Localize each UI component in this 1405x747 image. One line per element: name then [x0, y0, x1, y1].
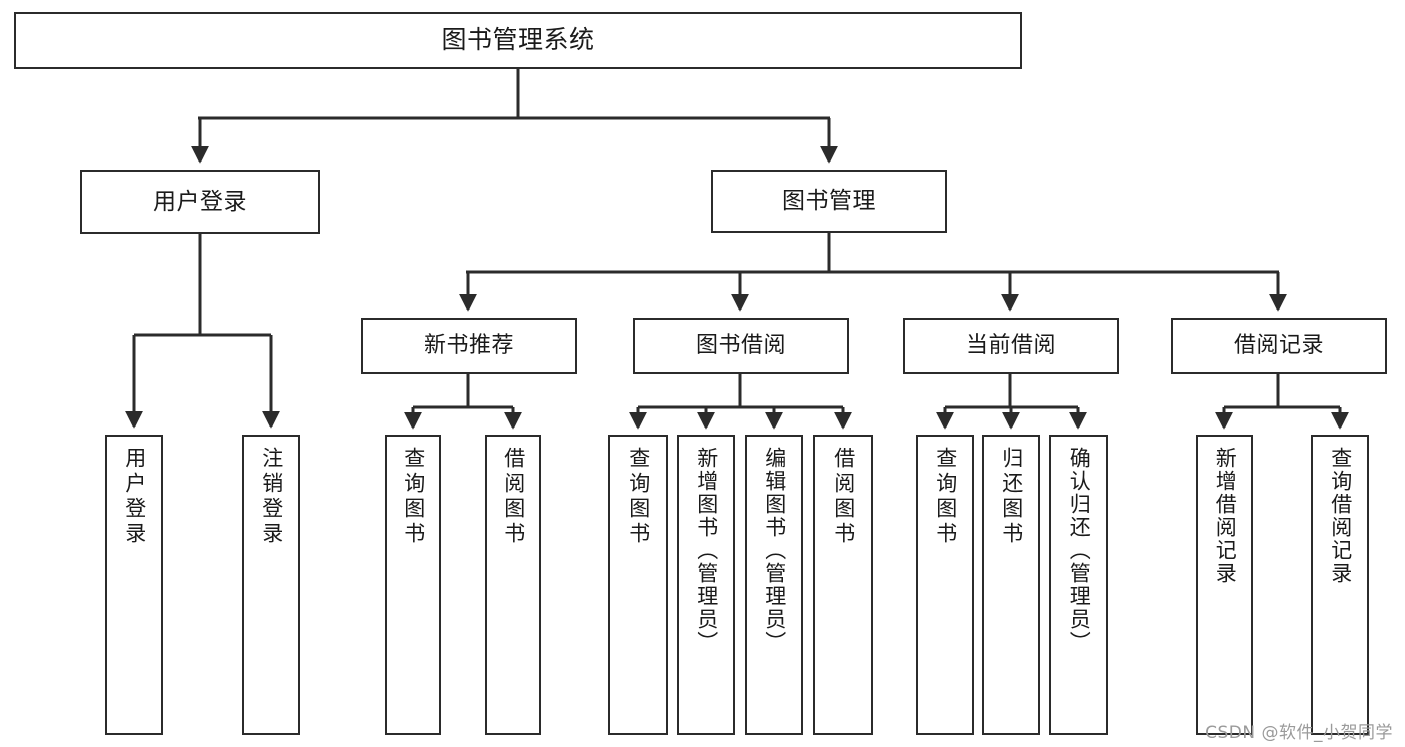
node-book-manage[interactable]: 图书管理	[711, 170, 947, 233]
node-leaf-br-query-record[interactable]: 查询借阅记录	[1311, 435, 1369, 735]
node-leaf-bb-borrow-book-label: 借阅图书	[831, 447, 856, 547]
node-leaf-br-add-record[interactable]: 新增借阅记录	[1196, 435, 1253, 735]
node-leaf-user-login[interactable]: 用户登录	[105, 435, 163, 735]
watermark-text: CSDN @软件_小贺同学	[1205, 723, 1393, 743]
node-new-book-recommend[interactable]: 新书推荐	[361, 318, 577, 374]
node-leaf-cb-confirm-return[interactable]: 确认归还（管理员）	[1049, 435, 1108, 735]
node-leaf-bb-add-book-label: 新增图书（管理员）	[694, 447, 719, 654]
node-new-book-recommend-label: 新书推荐	[423, 333, 514, 359]
node-leaf-bb-add-book[interactable]: 新增图书（管理员）	[677, 435, 735, 735]
node-leaf-rec-borrow-book-label: 借阅图书	[501, 447, 526, 547]
node-book-borrow-label: 图书借阅	[695, 333, 786, 359]
node-leaf-user-login-label: 用户登录	[122, 447, 147, 547]
node-leaf-bb-borrow-book[interactable]: 借阅图书	[813, 435, 873, 735]
node-book-borrow[interactable]: 图书借阅	[633, 318, 849, 374]
node-user-login-label: 用户登录	[153, 188, 247, 215]
node-leaf-cb-return-book-label: 归还图书	[999, 447, 1024, 547]
node-leaf-bb-query-book-label: 查询图书	[626, 447, 651, 547]
node-leaf-cb-query-book[interactable]: 查询图书	[916, 435, 974, 735]
node-leaf-bb-query-book[interactable]: 查询图书	[608, 435, 668, 735]
node-current-borrow-label: 当前借阅	[965, 333, 1056, 359]
node-leaf-bb-edit-book-label: 编辑图书（管理员）	[762, 447, 787, 654]
node-leaf-cb-return-book[interactable]: 归还图书	[982, 435, 1040, 735]
node-root-system[interactable]: 图书管理系统	[14, 12, 1022, 69]
node-leaf-logout[interactable]: 注销登录	[242, 435, 300, 735]
node-current-borrow[interactable]: 当前借阅	[903, 318, 1119, 374]
node-leaf-br-query-record-label: 查询借阅记录	[1328, 447, 1353, 585]
node-leaf-cb-query-book-label: 查询图书	[933, 447, 958, 547]
node-leaf-br-add-record-label: 新增借阅记录	[1213, 447, 1238, 585]
node-leaf-rec-query-book-label: 查询图书	[401, 447, 426, 547]
node-book-manage-label: 图书管理	[782, 188, 876, 215]
node-user-login[interactable]: 用户登录	[80, 170, 320, 234]
node-leaf-rec-query-book[interactable]: 查询图书	[385, 435, 441, 735]
node-borrow-record[interactable]: 借阅记录	[1171, 318, 1387, 374]
node-leaf-cb-confirm-return-label: 确认归还（管理员）	[1067, 447, 1092, 654]
node-leaf-logout-label: 注销登录	[259, 447, 284, 547]
node-leaf-rec-borrow-book[interactable]: 借阅图书	[485, 435, 541, 735]
node-root-label: 图书管理系统	[441, 25, 595, 55]
node-leaf-bb-edit-book[interactable]: 编辑图书（管理员）	[745, 435, 803, 735]
node-borrow-record-label: 借阅记录	[1233, 333, 1324, 359]
